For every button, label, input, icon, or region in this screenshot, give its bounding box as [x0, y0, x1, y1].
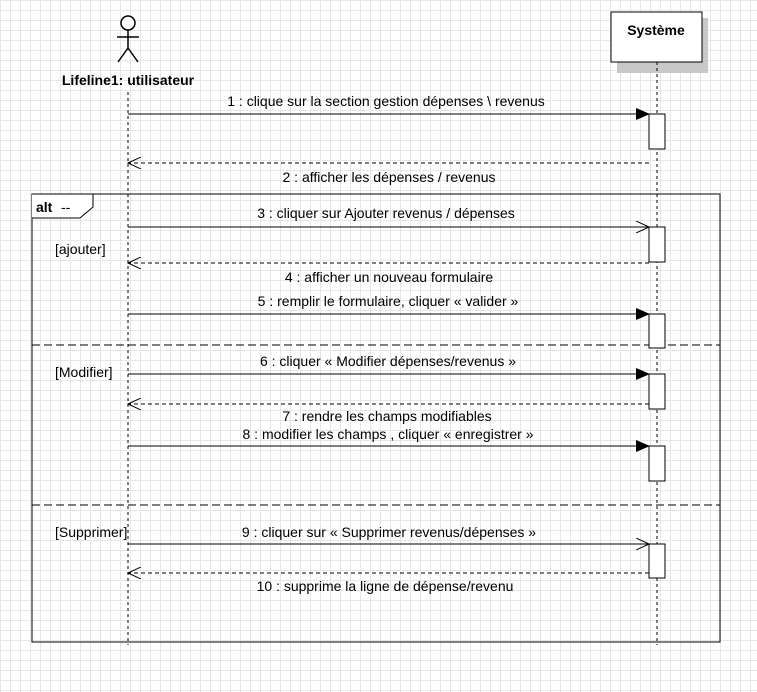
message-1[interactable]: 1 : clique sur la section gestion dépens…: [128, 93, 650, 120]
message-6[interactable]: 6 : cliquer « Modifier dépenses/revenus …: [128, 353, 650, 380]
message-5[interactable]: 5 : remplir le formulaire, cliquer « val…: [128, 293, 650, 320]
participant-label: Système: [627, 22, 685, 38]
message-label: 7 : rendre les champs modifiables: [282, 408, 491, 424]
message-2[interactable]: 2 : afficher les dépenses / revenus: [128, 163, 649, 185]
message-label: 1 : clique sur la section gestion dépens…: [227, 93, 545, 109]
activation-bar: [648, 445, 666, 482]
message-7[interactable]: 7 : rendre les champs modifiables: [128, 404, 649, 424]
fragment-frame: [31, 193, 721, 643]
message-label: 3 : cliquer sur Ajouter revenus / dépens…: [257, 205, 515, 221]
system-participant[interactable]: Système: [610, 11, 708, 73]
message-label: 10 : supprime la ligne de dépense/revenu: [257, 578, 514, 594]
guard-modifier: [Modifier]: [55, 364, 113, 380]
guard-supprimer: [Supprimer]: [55, 524, 127, 540]
alt-fragment[interactable]: alt -- [ajouter] [Modifier] [Supprimer]: [31, 193, 721, 643]
actor[interactable]: Lifeline1: utilisateur: [62, 15, 195, 88]
message-9[interactable]: 9 : cliquer sur « Supprimer revenus/dépe…: [128, 524, 649, 544]
message-8[interactable]: 8 : modifier les champs , cliquer « enre…: [128, 426, 650, 452]
message-4[interactable]: 4 : afficher un nouveau formulaire: [128, 263, 649, 285]
message-label: 8 : modifier les champs , cliquer « enre…: [242, 426, 533, 442]
message-label: 5 : remplir le formulaire, cliquer « val…: [258, 293, 519, 309]
activation-bar: [648, 543, 666, 579]
guard-ajouter: [ajouter]: [55, 241, 106, 257]
message-label: 4 : afficher un nouveau formulaire: [285, 269, 494, 285]
stick-figure-icon: [117, 15, 139, 63]
activation-bar: [648, 313, 666, 349]
participant-box: [610, 11, 703, 63]
message-3[interactable]: 3 : cliquer sur Ajouter revenus / dépens…: [128, 205, 649, 227]
message-10[interactable]: 10 : supprime la ligne de dépense/revenu: [128, 573, 649, 594]
message-label: 2 : afficher les dépenses / revenus: [283, 169, 496, 185]
fragment-operator-suffix: --: [61, 199, 71, 215]
message-label: 6 : cliquer « Modifier dépenses/revenus …: [260, 353, 516, 369]
fragment-tab: [32, 193, 94, 219]
actor-label: Lifeline1: utilisateur: [62, 72, 195, 88]
activation-bar: [648, 226, 666, 263]
fragment-operator: alt: [36, 199, 53, 215]
activation-bar: [648, 113, 666, 150]
activation-bar: [648, 373, 666, 410]
message-label: 9 : cliquer sur « Supprimer revenus/dépe…: [242, 524, 536, 540]
